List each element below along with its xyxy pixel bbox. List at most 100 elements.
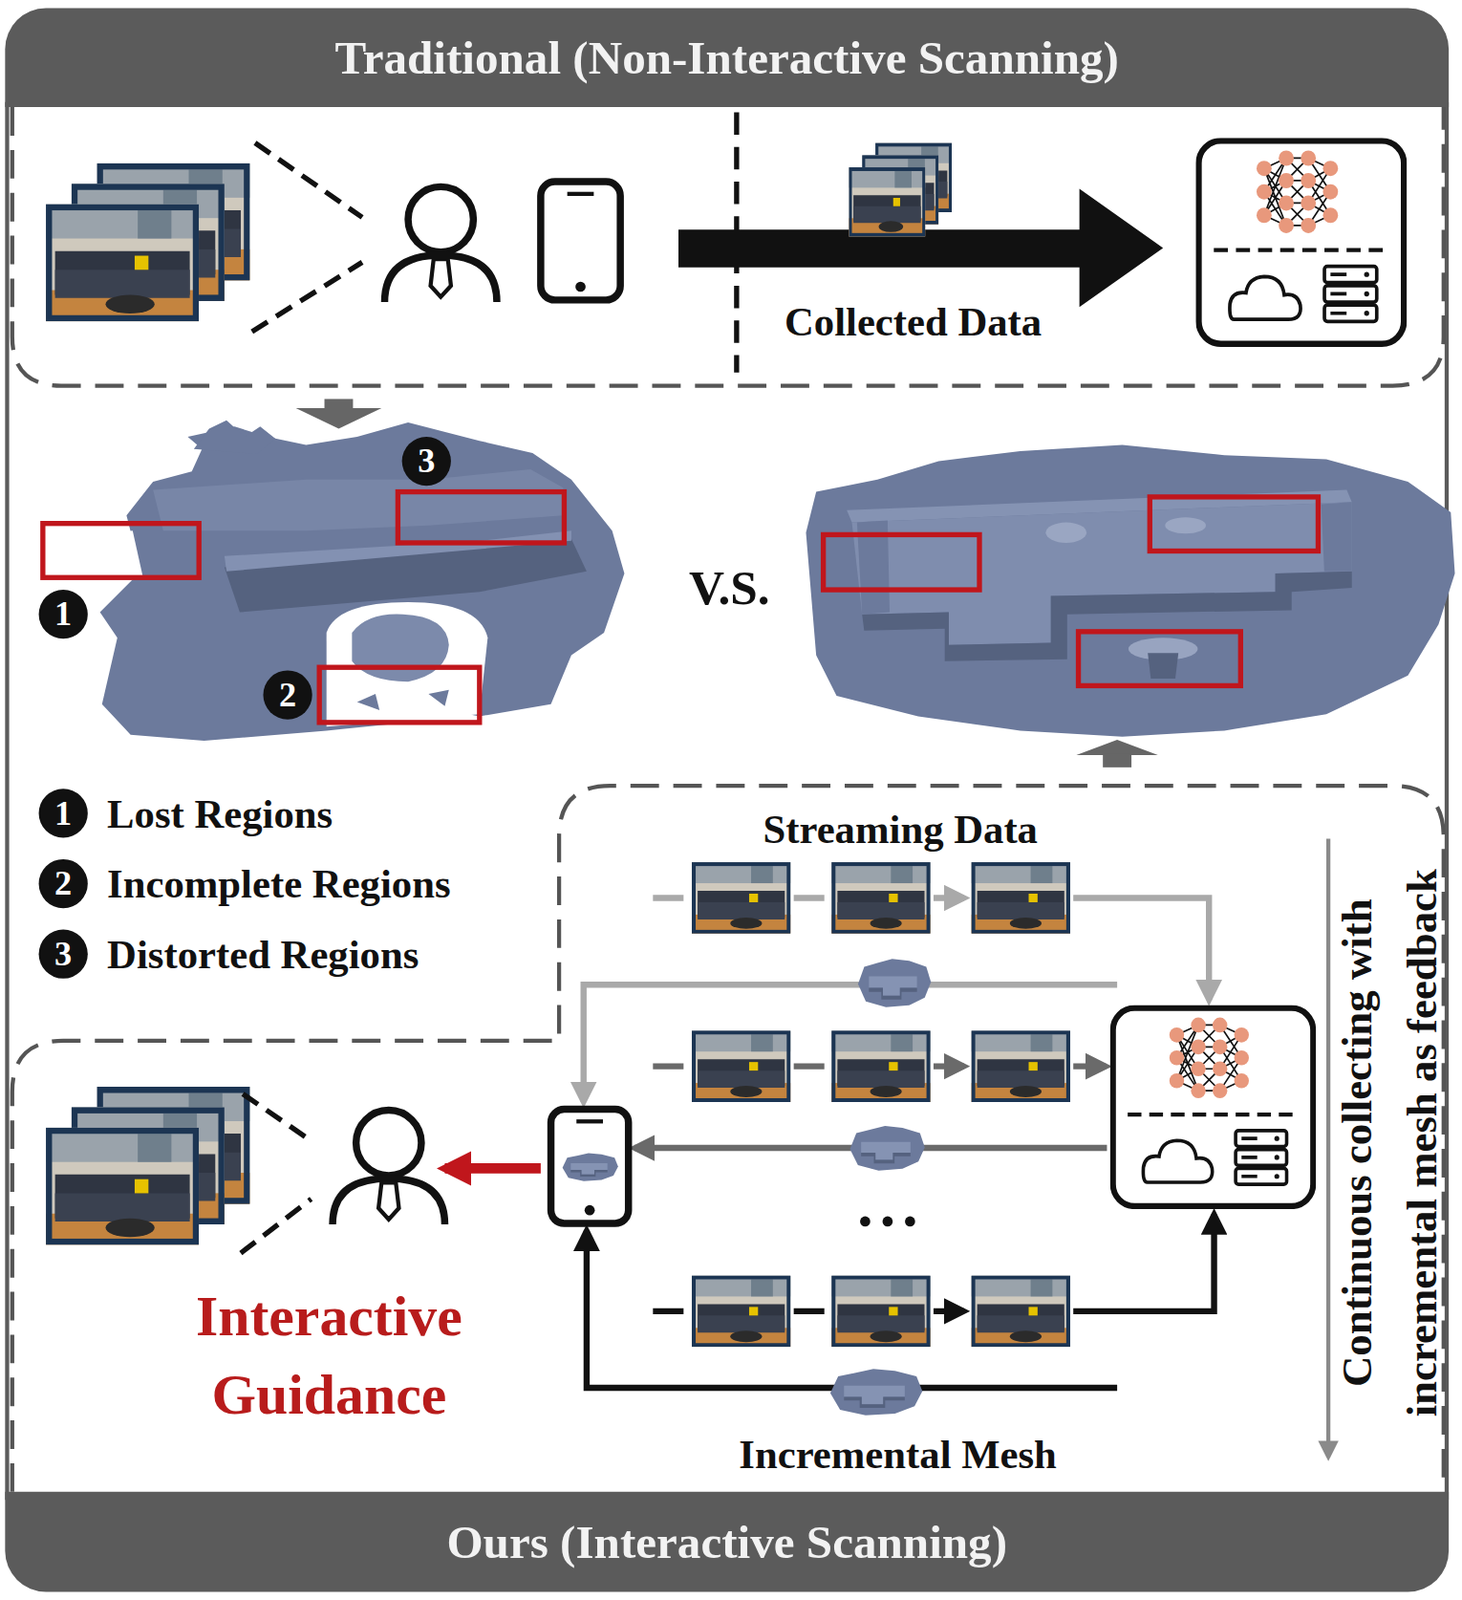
- highlight-box-part: [1149, 496, 1318, 552]
- traditional-mesh-part: [193, 420, 276, 454]
- stream-arrows-part: [586, 1230, 1118, 1388]
- up-arrow-part: [1102, 753, 1132, 768]
- traditional-region: [12, 107, 1444, 386]
- data-caption: Streaming Data: [713, 801, 1087, 856]
- down-arrow: [296, 398, 383, 429]
- traditional-mesh-part: [30, 530, 143, 581]
- view-lines: [252, 142, 363, 332]
- ours-mesh-part: [861, 571, 1352, 662]
- highlight-box-part: [397, 492, 564, 543]
- streaming-frames-part: [831, 1030, 931, 1102]
- phone-icon-part: [567, 192, 595, 196]
- ours-mesh-part: [1164, 516, 1206, 534]
- streaming-frames-part: [831, 861, 931, 934]
- highlight-box: [43, 492, 1319, 723]
- traditional-mesh-part: [357, 689, 450, 710]
- traditional-mesh-part: [100, 422, 625, 741]
- stream-arrows-part: [1073, 1213, 1214, 1311]
- view-lines-part: [240, 1198, 312, 1253]
- ellipsis-dots: [860, 1216, 916, 1227]
- data-caption: Incremental Mesh: [693, 1426, 1102, 1483]
- ours-mesh-part: [805, 444, 1455, 736]
- streaming-frames-part: [970, 1275, 1071, 1348]
- outer-frame: [6, 102, 1447, 1501]
- streaming-frames-part: [691, 1275, 792, 1348]
- band-title: Ours (Interactive Scanning): [446, 1514, 1008, 1570]
- phone-icon: [540, 181, 621, 301]
- header-band: Traditional (Non-Interactive Scanning): [4, 8, 1449, 108]
- phone-icon-part: [575, 281, 586, 293]
- view-lines-part: [252, 261, 363, 332]
- person-icon-part: [332, 1178, 445, 1225]
- callout-number: 1: [39, 589, 88, 639]
- collected-images: [848, 142, 952, 237]
- ellipsis-dots-part: [860, 1216, 871, 1227]
- traditional-mesh-part: [152, 469, 563, 531]
- highlight-box-part: [319, 666, 480, 723]
- down-arrow-part: [324, 398, 354, 409]
- data-caption: Collected Data: [744, 293, 1081, 349]
- image-stack-part: [45, 1127, 199, 1246]
- streaming-frames: [691, 861, 1071, 1347]
- person-icon-part: [408, 186, 473, 252]
- stream-arrows-part: [652, 1062, 965, 1069]
- incremental-mesh-thumb-part: [830, 1368, 923, 1416]
- ours-mesh-part: [1147, 652, 1179, 679]
- view-lines-part: [242, 1093, 312, 1140]
- callout-number: 3: [402, 436, 452, 486]
- person-icon-part: [356, 1110, 422, 1176]
- incremental-mesh-thumb: [830, 958, 931, 1416]
- phone-icon-part: [584, 1204, 596, 1216]
- phone-icon-part: [576, 1118, 603, 1123]
- person-icon: [385, 186, 497, 302]
- ours-mesh-part: [1045, 522, 1087, 543]
- band-title: Traditional (Non-Interactive Scanning): [335, 30, 1119, 86]
- up-arrow: [1075, 739, 1158, 768]
- phone-icon-part: [551, 1108, 629, 1224]
- versus-text: V.S.: [643, 556, 817, 618]
- guidance-arrow: [445, 1162, 541, 1174]
- callout-number: 2: [262, 669, 312, 719]
- traditional-mesh-part: [326, 602, 489, 727]
- outer-frame-part: [4, 102, 9, 1501]
- person-icon-part: [430, 258, 452, 298]
- streaming-frames-part: [970, 1030, 1071, 1102]
- incremental-mesh-thumb-part: [858, 958, 931, 1007]
- highlight-box-part: [823, 534, 980, 590]
- person-icon-part: [378, 1182, 399, 1219]
- stream-arrows-part: [1073, 1062, 1106, 1069]
- legend-number: 3: [39, 929, 88, 979]
- person-icon-part: [385, 255, 497, 302]
- cloud-server-box: [1198, 140, 1404, 344]
- highlight-box-part: [1078, 631, 1242, 687]
- legend-number: 1: [39, 788, 88, 838]
- legend-text: Lost Regions: [107, 786, 333, 840]
- image-stack: [45, 1086, 251, 1245]
- phone-icon: [551, 1108, 629, 1224]
- ellipsis-dots-part: [904, 1216, 916, 1227]
- traditional-mesh-part: [351, 614, 449, 683]
- streaming-frames-part: [970, 861, 1071, 934]
- legend-text: Distorted Regions: [107, 926, 419, 981]
- guidance-text: Interactive Guidance: [142, 1275, 516, 1436]
- streaming-frames-part: [691, 1030, 792, 1102]
- ours-mesh-part: [1321, 501, 1353, 572]
- legend-text: Incomplete Regions: [107, 857, 451, 911]
- ellipsis-dots-part: [882, 1216, 894, 1227]
- down-arrow-part: [296, 408, 383, 429]
- view-lines-part: [255, 142, 363, 217]
- header-band: Ours (Interactive Scanning): [4, 1491, 1449, 1592]
- incremental-mesh-thumb-part: [850, 1125, 925, 1171]
- image-stack: [45, 163, 251, 322]
- phone-icon-part: [562, 1153, 619, 1182]
- ours-mesh: [805, 444, 1455, 736]
- cloud-server-box: [1113, 1008, 1314, 1206]
- up-arrow-part: [1075, 739, 1158, 755]
- ours-region: [12, 785, 1444, 1492]
- feedback-arrow: [1326, 838, 1331, 1458]
- collected-images-part: [848, 167, 925, 237]
- legend-number: 2: [39, 859, 88, 908]
- stream-arrows-part: [583, 984, 1118, 1102]
- streaming-frames-part: [691, 861, 792, 934]
